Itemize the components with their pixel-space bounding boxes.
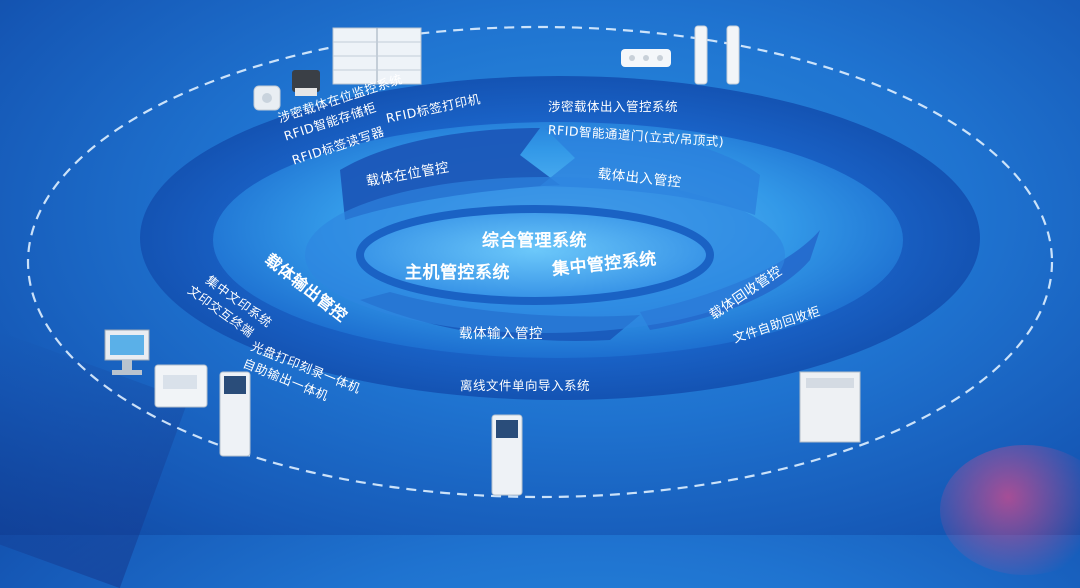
outer-dashed-ellipse xyxy=(26,25,1054,499)
self-service-kiosk-left-icon xyxy=(219,371,251,457)
center-ellipse xyxy=(356,205,714,305)
device-label-bottom: 离线文件单向导入系统 xyxy=(460,378,591,393)
center-left-label: 主机管控系统 xyxy=(405,263,510,283)
segment-label-input: 载体输入管控 xyxy=(459,326,543,342)
label-printer-icon xyxy=(292,70,320,96)
device-label-top-right-0: 涉密载体出入管控系统 xyxy=(548,99,679,114)
center-title: 综合管理系统 xyxy=(482,231,587,251)
import-kiosk-icon xyxy=(491,414,523,496)
rfid-tag-strip-icon xyxy=(621,49,671,67)
diagram-stage: 综合管理系统 主机管控系统 集中管控系统 载体在位管控 载体出入管控 载体输出管… xyxy=(0,25,1080,588)
rfid-reader-icon xyxy=(253,85,281,111)
segment-access xyxy=(540,127,760,215)
ring-diagram xyxy=(26,25,1054,499)
terminal-monitor-icon xyxy=(104,329,150,375)
rfid-gate-icon xyxy=(694,25,740,85)
rfid-cabinet-icon xyxy=(332,27,422,85)
disc-burner-icon xyxy=(154,364,208,408)
recycle-cabinet-icon xyxy=(799,371,861,443)
